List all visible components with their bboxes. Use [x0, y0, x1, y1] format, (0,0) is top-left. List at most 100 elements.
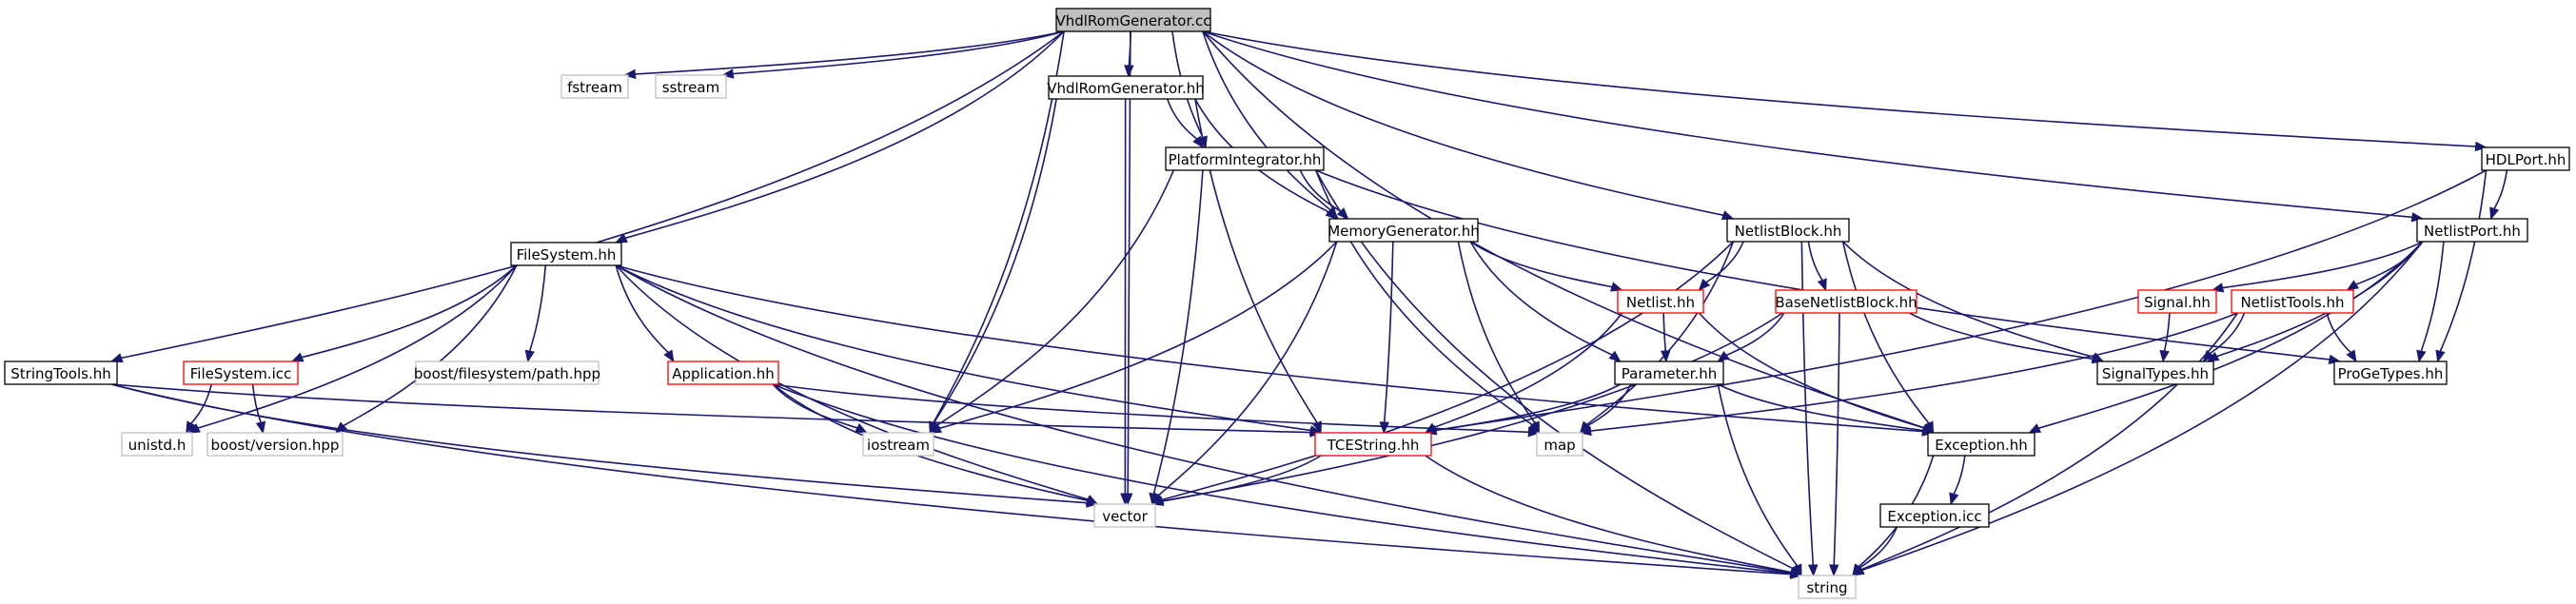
node-box-exception-icc — [1879, 503, 1990, 528]
dependency-edges — [109, 30, 2508, 579]
node-vector: vector — [1093, 503, 1156, 528]
node-filesystem-icc[interactable]: FileSystem.icc — [183, 360, 299, 385]
node-netlist-hh[interactable]: Netlist.hh — [1617, 289, 1704, 314]
node-label-tcestring-hh: TCEString.hh — [1327, 437, 1420, 454]
node-box-filesystem-icc — [183, 360, 299, 385]
edge-netlist-hh-to-exception-hh — [1698, 312, 1925, 429]
node-application-hh[interactable]: Application.hh — [667, 360, 779, 385]
arrowhead-memorygenerator-hh-to-map — [1530, 420, 1540, 435]
node-label-filesystem-hh: FileSystem.hh — [517, 246, 617, 263]
edge-hdlport-hh-to-progetypes-hh — [2439, 169, 2488, 352]
node-stringtools-hh[interactable]: StringTools.hh — [4, 360, 118, 385]
edge-vhdlromgenerator-cc-to-vector — [1127, 30, 1131, 495]
node-label-signal-hh: Signal.hh — [2144, 294, 2211, 311]
edge-netlistport-hh-to-signal-hh — [2222, 241, 2424, 289]
arrowhead-netlistblock-hh-to-netlist-hh — [1698, 278, 1711, 291]
node-iostream: iostream — [862, 432, 934, 457]
node-label-memorygenerator-hh: MemoryGenerator.hh — [1327, 223, 1480, 240]
edge-application-hh-to-map — [773, 383, 1529, 434]
node-vhdlromgenerator-hh[interactable]: VhdlRomGenerator.hh — [1047, 75, 1205, 100]
node-map: map — [1536, 432, 1583, 457]
edge-vhdlromgenerator-cc-to-iostream — [933, 30, 1065, 423]
arrowhead-vhdlromgenerator-cc-to-hdlport-hh — [2474, 141, 2488, 152]
node-boost-filesystem-path-hpp: boost/filesystem/path.hpp — [414, 360, 600, 385]
edge-vhdlromgenerator-cc-to-fstream — [635, 30, 1065, 75]
node-netlistblock-hh[interactable]: NetlistBlock.hh — [1726, 218, 1850, 243]
node-memorygenerator-hh[interactable]: MemoryGenerator.hh — [1327, 218, 1480, 243]
arrowhead-vhdlromgenerator-cc-to-netlistblock-hh — [1721, 210, 1735, 221]
node-label-unistd-h: unistd.h — [128, 437, 187, 454]
node-filesystem-hh[interactable]: FileSystem.hh — [510, 242, 622, 266]
node-exception-hh[interactable]: Exception.hh — [1927, 432, 2035, 457]
edge-netlistblock-hh-to-signaltypes-hh — [1842, 241, 2094, 359]
edge-netlistport-hh-to-netlisttools-hh — [2355, 241, 2424, 285]
edge-netlistblock-hh-to-exception-hh — [1841, 241, 1930, 424]
node-box-basenetlistblock-hh — [1775, 289, 1917, 314]
edge-platformintegrator-hh-to-vector — [1152, 169, 1204, 495]
node-label-parameter-hh: Parameter.hh — [1622, 365, 1717, 382]
node-box-parameter-hh — [1614, 360, 1724, 385]
node-label-filesystem-icc: FileSystem.icc — [190, 365, 291, 382]
edge-platformintegrator-hh-to-progetypes-hh — [1315, 169, 2330, 360]
edge-basenetlistblock-hh-to-vector — [1162, 312, 1783, 502]
node-fstream: fstream — [560, 74, 629, 99]
node-vhdlromgenerator-cc[interactable]: VhdlRomGenerator.cc — [1055, 8, 1211, 32]
node-exception-icc[interactable]: Exception.icc — [1879, 503, 1990, 528]
node-platformintegrator-hh[interactable]: PlatformIntegrator.hh — [1165, 146, 1325, 171]
edge-vhdlromgenerator-cc-to-platformintegrator-hh — [1171, 30, 1204, 138]
node-sstream: sstream — [655, 74, 727, 99]
node-label-signaltypes-hh: SignalTypes.hh — [2102, 365, 2209, 382]
edge-application-hh-to-iostream — [772, 383, 858, 429]
arrowhead-netlistblock-hh-to-string — [1808, 564, 1819, 577]
node-label-iostream: iostream — [867, 437, 930, 454]
node-label-hdlport-hh: HDLPort.hh — [2486, 151, 2566, 168]
arrowhead-hdlport-hh-to-progetypes-hh — [2435, 349, 2446, 363]
edge-vhdlromgenerator-cc-to-sstream — [733, 30, 1065, 75]
node-box-progetypes-hh — [2333, 360, 2448, 385]
edge-parameter-hh-to-map — [1587, 383, 1632, 427]
arrowhead-netlistport-hh-to-progetypes-hh — [2416, 349, 2427, 363]
node-box-boost-version-hpp — [206, 432, 344, 457]
arrowhead-stringtools-hh-to-vector — [1086, 497, 1099, 508]
node-tcestring-hh[interactable]: TCEString.hh — [1314, 432, 1432, 457]
edge-vhdlromgenerator-hh-to-iostream — [933, 98, 1057, 424]
node-signal-hh[interactable]: Signal.hh — [2137, 289, 2217, 314]
arrowhead-basenetlistblock-hh-to-string — [1829, 564, 1839, 577]
node-label-netlisttools-hh: NetlistTools.hh — [2240, 294, 2344, 311]
node-progetypes-hh[interactable]: ProGeTypes.hh — [2333, 360, 2448, 385]
edge-netlist-hh-to-tcestring-hh — [1434, 312, 1623, 429]
arrowhead-netlistport-hh-to-exception-hh — [2028, 423, 2042, 434]
node-netlistport-hh[interactable]: NetlistPort.hh — [2416, 218, 2528, 243]
edge-basenetlistblock-hh-to-signaltypes-hh — [1909, 312, 2094, 360]
node-hdlport-hh[interactable]: HDLPort.hh — [2481, 146, 2570, 171]
edge-netlistblock-hh-to-map — [1585, 241, 1735, 426]
edge-application-hh-to-string — [772, 383, 1792, 575]
edge-netlistport-hh-to-progetypes-hh — [2420, 241, 2445, 352]
node-box-memorygenerator-hh — [1328, 218, 1479, 243]
file-nodes: VhdlRomGenerator.cc fstream sstream VhdlRom… — [4, 8, 2570, 599]
edge-filesystem-hh-to-vector — [615, 264, 1089, 500]
node-box-signaltypes-hh — [2096, 360, 2214, 385]
edge-netlistblock-hh-to-basenetlistblock-hh — [1807, 241, 1823, 282]
edge-stringtools-hh-to-tcestring-hh — [111, 383, 1311, 434]
arrowhead-netlist-hh-to-parameter-hh — [1661, 350, 1671, 363]
edge-application-hh-to-vector — [772, 383, 1089, 501]
arrowhead-signal-hh-to-signaltypes-hh — [2159, 349, 2170, 363]
node-basenetlistblock-hh[interactable]: BaseNetlistBlock.hh — [1775, 289, 1917, 314]
node-netlisttools-hh[interactable]: NetlistTools.hh — [2231, 289, 2354, 314]
edge-netlisttools-hh-to-map — [1590, 312, 2238, 432]
edge-platformintegrator-hh-to-string — [1314, 169, 1794, 570]
edge-hdlport-hh-to-netlistport-hh — [2493, 169, 2508, 209]
node-box-netlist-hh — [1617, 289, 1704, 314]
node-box-map — [1536, 432, 1583, 457]
node-box-vector — [1093, 503, 1156, 528]
node-signaltypes-hh[interactable]: SignalTypes.hh — [2096, 360, 2214, 385]
arrowhead-vhdlromgenerator-cc-to-fstream — [623, 68, 637, 80]
node-box-netlistport-hh — [2416, 218, 2528, 243]
edge-parameter-hh-to-string — [1717, 383, 1799, 567]
node-box-stringtools-hh — [4, 360, 118, 385]
edge-netlisttools-hh-to-signaltypes-hh — [2210, 312, 2246, 355]
node-parameter-hh[interactable]: Parameter.hh — [1614, 360, 1724, 385]
arrowhead-application-hh-to-map — [1527, 427, 1541, 438]
